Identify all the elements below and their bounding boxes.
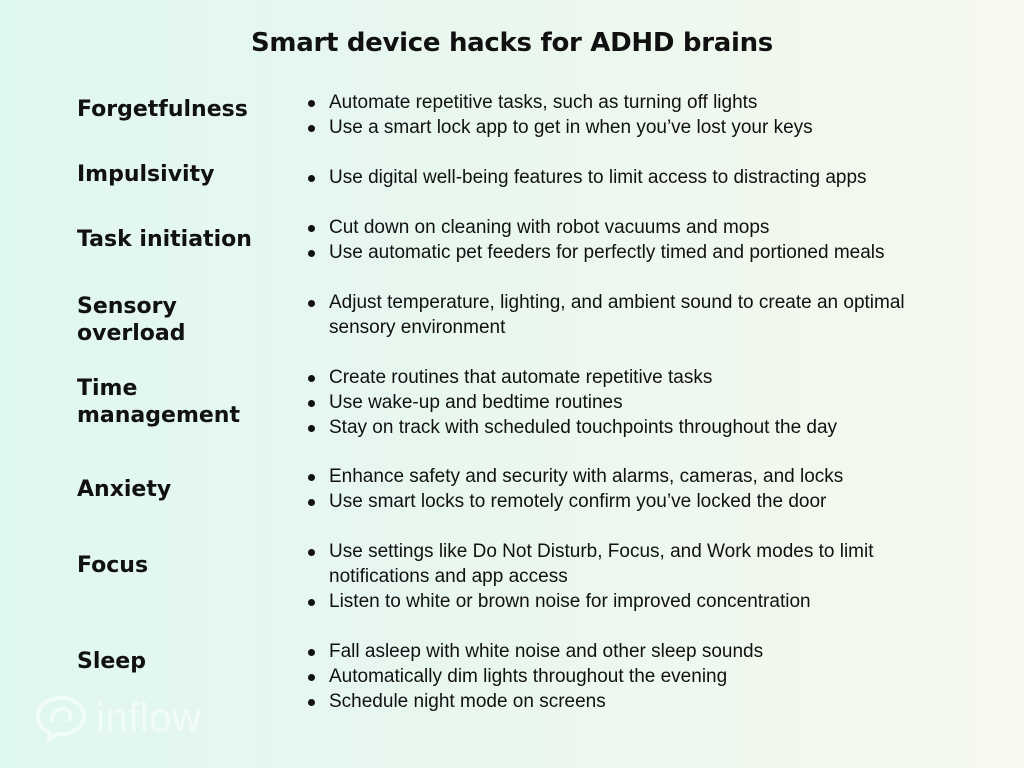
- bullet-list: Adjust temperature, lighting, and ambien…: [305, 290, 925, 340]
- bullet-list: Create routines that automate repetitive…: [305, 365, 995, 440]
- row-label: Forgetfulness: [77, 97, 248, 122]
- bullet-list: Enhance safety and security with alarms,…: [305, 464, 995, 514]
- bullet-item: Adjust temperature, lighting, and ambien…: [305, 290, 925, 340]
- bullet-item: Create routines that automate repetitive…: [305, 365, 995, 390]
- bullet-item: Use digital well-being features to limit…: [305, 165, 995, 190]
- row-label: Sleep: [77, 649, 146, 674]
- bullet-item: Cut down on cleaning with robot vacuums …: [305, 215, 995, 240]
- bullet-list: Automate repetitive tasks, such as turni…: [305, 90, 995, 140]
- bullet-item: Listen to white or brown noise for impro…: [305, 589, 945, 614]
- row-label: Anxiety: [77, 477, 172, 502]
- row-label: Task initiation: [77, 227, 252, 252]
- bullet-item: Use settings like Do Not Disturb, Focus,…: [305, 539, 945, 589]
- page-title: Smart device hacks for ADHD brains: [251, 28, 773, 58]
- bullet-item: Use smart locks to remotely confirm you’…: [305, 489, 995, 514]
- bullet-item: Use a smart lock app to get in when you’…: [305, 115, 995, 140]
- bullet-list: Use settings like Do Not Disturb, Focus,…: [305, 539, 945, 614]
- row-label: Sensory overload: [77, 294, 186, 346]
- row-label: Impulsivity: [77, 162, 215, 187]
- bullet-item: Automatically dim lights throughout the …: [305, 664, 995, 689]
- bullet-item: Fall asleep with white noise and other s…: [305, 639, 995, 664]
- bullet-item: Stay on track with scheduled touchpoints…: [305, 415, 995, 440]
- bullet-list: Fall asleep with white noise and other s…: [305, 639, 995, 714]
- bullet-item: Enhance safety and security with alarms,…: [305, 464, 995, 489]
- speech-bubble-logo-icon: [36, 696, 86, 742]
- row-label: Time management: [77, 376, 240, 428]
- bullet-item: Automate repetitive tasks, such as turni…: [305, 90, 995, 115]
- logo-text: inflow: [96, 695, 202, 740]
- bullet-item: Use automatic pet feeders for perfectly …: [305, 240, 995, 265]
- inflow-logo: inflow: [34, 694, 201, 742]
- bullet-list: Cut down on cleaning with robot vacuums …: [305, 215, 995, 265]
- row-label: Focus: [77, 553, 149, 578]
- bullet-item: Schedule night mode on screens: [305, 689, 995, 714]
- bullet-item: Use wake-up and bedtime routines: [305, 390, 995, 415]
- bullet-list: Use digital well-being features to limit…: [305, 165, 995, 190]
